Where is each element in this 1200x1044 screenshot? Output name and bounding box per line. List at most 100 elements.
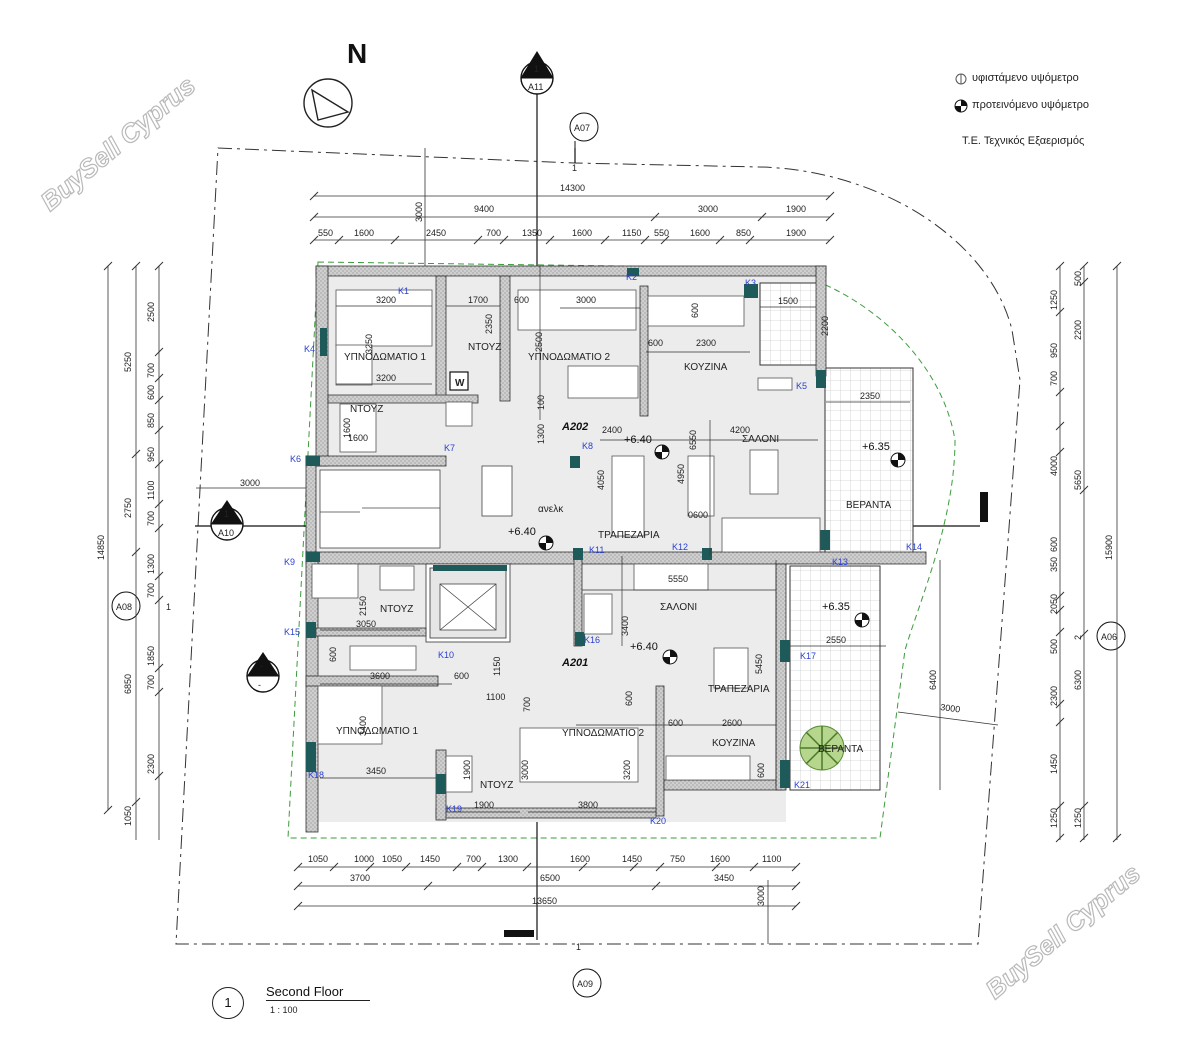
dim-right-950: 950 bbox=[1049, 343, 1059, 358]
dim-bot-3700: 3700 bbox=[350, 873, 370, 883]
dim-right-2200: 2200 bbox=[1073, 320, 1083, 340]
dim-left-600: 600 bbox=[146, 385, 156, 400]
dim-right-3000: 3000 bbox=[940, 702, 961, 714]
wardrobe-mark: W bbox=[455, 378, 465, 389]
dim-bot-1450b: 1450 bbox=[622, 854, 642, 864]
k-label: K10 bbox=[438, 650, 454, 660]
dim-right-6300: 6300 bbox=[1073, 670, 1083, 690]
north-compass-icon bbox=[303, 78, 353, 128]
dim-top-550b: 550 bbox=[654, 228, 669, 238]
dim-3000b: 3000 bbox=[520, 760, 530, 780]
grid-one-top: 1 bbox=[572, 163, 577, 173]
a11-num: 1 bbox=[534, 64, 539, 74]
dim-600h: 600 bbox=[756, 763, 766, 778]
dim-left-950: 950 bbox=[146, 447, 156, 462]
watermark-bottom-right: BuySell Cyprus bbox=[980, 858, 1146, 1005]
dim-600d: 600 bbox=[328, 647, 338, 662]
dim-top-700: 700 bbox=[486, 228, 501, 238]
setback-line bbox=[287, 261, 956, 839]
k-label: K11 bbox=[589, 545, 604, 555]
section-marker-a10 bbox=[210, 500, 244, 541]
dim-6550: 6550 bbox=[688, 430, 698, 450]
level-a201-living: +6.40 bbox=[630, 641, 658, 653]
dim-bot-1600a: 1600 bbox=[570, 854, 590, 864]
k-label: K3 bbox=[745, 278, 756, 288]
dim-top-1600b: 1600 bbox=[572, 228, 592, 238]
dim-3400b: 3400 bbox=[358, 716, 368, 736]
dim-left-1100: 1100 bbox=[146, 481, 156, 500]
k-label: K8 bbox=[582, 441, 593, 451]
room-shower-b: ΝΤΟΥΖ bbox=[380, 604, 413, 615]
title-number: 1 bbox=[212, 987, 244, 1019]
grid-a07: A07 bbox=[574, 123, 590, 133]
room-dining-b: ΤΡΑΠΕΖΑΡΙΑ bbox=[708, 684, 770, 695]
k-label: K15 bbox=[284, 627, 300, 637]
lift-note: ανελκ bbox=[538, 504, 564, 515]
dim-3400a: 3400 bbox=[620, 616, 630, 636]
dim-1150: 1150 bbox=[492, 657, 502, 676]
grid-a09: A09 bbox=[577, 979, 593, 989]
unit-a202: A202 bbox=[561, 421, 588, 433]
dim-600g: 600 bbox=[668, 718, 683, 728]
room-bed2-b: ΥΠΝΟΔΩΜΑΤΙΟ 2 bbox=[562, 728, 645, 739]
dim-top-1900b: 1900 bbox=[786, 228, 806, 238]
wall-accents bbox=[306, 268, 830, 794]
dim-left-overall: 14850 bbox=[96, 535, 106, 560]
section-marker-minus bbox=[246, 652, 280, 693]
dim-1900a: 1900 bbox=[462, 760, 472, 780]
room-bed2-a: ΥΠΝΟΔΩΜΑΤΙΟ 2 bbox=[528, 352, 611, 363]
room-bed1-b: ΥΠΝΟΔΩΜΑΤΙΟ 1 bbox=[336, 726, 419, 737]
dims-right: 15900 1250 2200 950 700 4000 350 600 205… bbox=[928, 271, 1114, 828]
level-texts: +6.40 +6.35 +6.40 +6.40 +6.35 bbox=[508, 434, 890, 653]
room-veranda-a: ΒΕΡΑΝΤΑ bbox=[846, 500, 892, 511]
dim-right-4000: 4000 bbox=[1049, 456, 1059, 476]
dim-right-350: 350 bbox=[1049, 557, 1059, 572]
dim-top-1900: 1900 bbox=[786, 204, 806, 214]
section-texts: 1 A11 1 A10 - - A07 A09 A08 A06 1 1 bbox=[116, 64, 1117, 989]
dim-5450: 5450 bbox=[754, 654, 764, 674]
k-label: K21 bbox=[794, 780, 810, 790]
dim-3200a: 3200 bbox=[376, 295, 396, 305]
dims-bottom: 1050 1000 1050 1450 700 1300 1600 1450 7… bbox=[308, 854, 781, 906]
dim-top-1600a: 1600 bbox=[354, 228, 374, 238]
dim-600e: 600 bbox=[454, 671, 469, 681]
k-label: K2 bbox=[626, 272, 637, 282]
dim-bot-750: 750 bbox=[670, 854, 685, 864]
dim-2350: 2350 bbox=[484, 314, 494, 334]
level-veranda-b: +6.35 bbox=[822, 601, 850, 613]
legend-technical: Τ.Ε. Τεχνικός Εξαερισμός bbox=[962, 135, 1085, 147]
room-labels: ΥΠΝΟΔΩΜΑΤΙΟ 1 ΝΤΟΥΖ ΥΠΝΟΔΩΜΑΤΙΟ 2 ΚΟΥΖΙΝ… bbox=[336, 342, 892, 791]
dim-left-6850: 6850 bbox=[123, 674, 133, 694]
dims-inner: 3200 1700 600 3000 3250 2350 2500 3200 6… bbox=[240, 295, 880, 810]
grid-a06: A06 bbox=[1101, 632, 1117, 642]
dim-3000a: 3000 bbox=[576, 295, 596, 305]
dim-right-600: 600 bbox=[1049, 537, 1059, 552]
stairwell bbox=[319, 465, 513, 631]
room-veranda-b: ΒΕΡΑΝΤΑ bbox=[818, 744, 864, 755]
grid-a08: A08 bbox=[116, 602, 132, 612]
dim-0600: 0600 bbox=[688, 510, 708, 520]
dim-1600a: 1600 bbox=[342, 418, 352, 438]
dim-left-850: 850 bbox=[146, 413, 156, 428]
dim-left-2750: 2750 bbox=[123, 498, 133, 518]
k-label: K18 bbox=[308, 770, 324, 780]
dim-2400: 2400 bbox=[602, 425, 622, 435]
dim-left-700a: 700 bbox=[146, 363, 156, 378]
dim-3200b: 3200 bbox=[376, 373, 396, 383]
dim-3200c: 3200 bbox=[622, 760, 632, 780]
dimension-lines bbox=[107, 148, 1118, 944]
dim-bot-1050b: 1050 bbox=[382, 854, 402, 864]
dim-top-850: 850 bbox=[736, 228, 751, 238]
dim-600a: 600 bbox=[514, 295, 529, 305]
dim-right-2300: 2300 bbox=[1049, 686, 1059, 706]
dim-1100: 1100 bbox=[486, 692, 505, 702]
dimension-ticks bbox=[103, 191, 1122, 911]
dim-right-1250c: 1250 bbox=[1073, 808, 1083, 828]
dim-3000w: 3000 bbox=[240, 478, 260, 488]
watermark-top-left: BuySell Cyprus bbox=[35, 70, 201, 217]
section-marker-a11 bbox=[520, 51, 554, 95]
k-label: K12 bbox=[672, 542, 688, 552]
north-label: N bbox=[347, 38, 368, 69]
unit-labels: A202 A201 bbox=[561, 421, 588, 669]
dim-3050: 3050 bbox=[356, 619, 376, 629]
